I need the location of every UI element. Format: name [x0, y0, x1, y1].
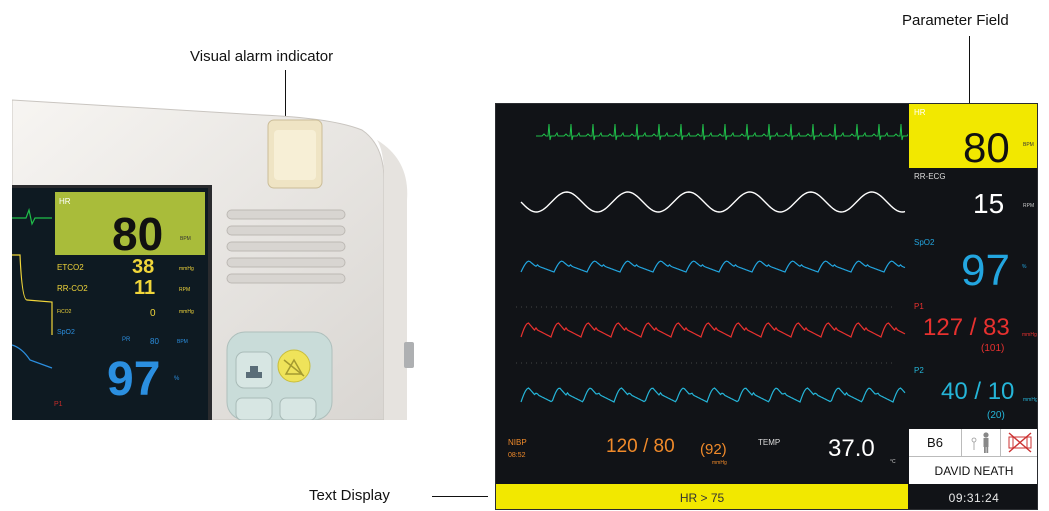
- p2-value: 40 / 10: [941, 378, 1015, 405]
- nibp-temp-row: NIBP 08:52 120 / 80 (92) mmHg TEMP 37.0 …: [496, 429, 908, 484]
- photo-fico2-label: FiCO2: [57, 309, 72, 315]
- photo-etco2-unit: mmHg: [179, 266, 194, 272]
- spo2-label: SpO2: [914, 238, 935, 247]
- photo-hr-value: 80: [112, 208, 163, 260]
- nibp-unit: mmHg: [712, 460, 727, 466]
- parameter-field-p1[interactable]: P1 127 / 83 mmHg (101): [909, 298, 1037, 362]
- resp-waveform: [520, 191, 906, 213]
- photo-rrco2-value: 11: [134, 277, 155, 299]
- rr-unit: RPM: [1023, 203, 1035, 209]
- photo-spo2-label: SpO2: [57, 329, 75, 336]
- parameter-field-hr[interactable]: HR 80 BPM: [909, 104, 1037, 171]
- p1-value: 127 / 83: [923, 314, 1010, 341]
- device-photo: HR 80 BPM ETCO2 38 mmHg RR-CO2 11 RPM Fi…: [11, 70, 422, 421]
- p2-waveform: [520, 387, 906, 403]
- spo2-waveform: [520, 260, 906, 273]
- text-display-callout-label: Text Display: [309, 487, 390, 504]
- temp-unit: °C: [890, 459, 896, 465]
- alarm-text: HR > 75: [679, 490, 725, 505]
- photo-pr-unit: BPM: [177, 339, 188, 345]
- ecg-waveform: [536, 123, 908, 141]
- waveform-area: [516, 123, 908, 403]
- p1-unit: mmHg: [1022, 332, 1037, 338]
- nibp-label: NIBP: [508, 438, 527, 447]
- text-display-alarm: HR > 75: [496, 484, 908, 509]
- text-display-callout-line: [432, 496, 488, 497]
- photo-etco2-value: 38: [132, 256, 154, 278]
- parameter-field-callout-label: Parameter Field: [902, 12, 1009, 29]
- hr-label: HR: [914, 108, 926, 117]
- p1-label: P1: [914, 302, 924, 311]
- clock-text: 09:31:24: [948, 490, 1000, 505]
- hr-value: 80: [963, 124, 1010, 171]
- patient-info-box[interactable]: B6 DAVID NEATH: [909, 429, 1037, 484]
- photo-fico2-unit: mmHg: [179, 309, 194, 315]
- nibp-mean: (92): [700, 441, 727, 458]
- patient-name: DAVID NEATH: [934, 463, 1014, 478]
- nibp-value: 120 / 80: [606, 436, 675, 457]
- bed-label: B6: [927, 435, 943, 450]
- photo-etco2-label: ETCO2: [57, 263, 84, 272]
- bed-cell: B6: [909, 429, 962, 457]
- photo-spo2-unit: %: [174, 376, 180, 382]
- parameter-field-p2[interactable]: P2 40 / 10 mmHg (20): [909, 362, 1038, 429]
- nibp-time: 08:52: [508, 452, 526, 459]
- alarm-silence-icon[interactable]: [1001, 429, 1037, 457]
- photo-rrco2-label: RR-CO2: [57, 284, 88, 293]
- monitor-screen: HR 80 BPM RR-ECG 15 RPM SpO2 97 % P1 127…: [495, 103, 1038, 510]
- parameter-field-spo2[interactable]: SpO2 97 %: [909, 234, 1037, 298]
- p1-mean: (101): [981, 343, 1005, 354]
- visual-alarm-callout-line: [285, 70, 286, 132]
- photo-pr-label: PR: [122, 337, 131, 343]
- rr-value: 15: [973, 188, 1005, 219]
- spo2-value: 97: [961, 246, 1010, 295]
- p2-label: P2: [914, 366, 924, 375]
- hr-unit: BPM: [1023, 142, 1034, 148]
- photo-fico2-value: 0: [150, 308, 156, 319]
- photo-spo2-value: 97: [107, 353, 160, 406]
- spo2-unit: %: [1022, 264, 1027, 270]
- photo-pr-value: 80: [150, 337, 159, 346]
- parameter-field-rr[interactable]: RR-ECG 15 RPM: [909, 168, 1037, 234]
- photo-hr-label: HR: [59, 197, 71, 206]
- temp-value: 37.0: [828, 435, 875, 462]
- visual-alarm-callout-label: Visual alarm indicator: [190, 48, 334, 65]
- control-keypad: [226, 331, 333, 421]
- parameter-field-callout-line: [969, 36, 970, 106]
- patient-type-icon[interactable]: [962, 429, 1001, 457]
- rr-label: RR-ECG: [914, 172, 946, 181]
- speaker-grille: [226, 209, 346, 284]
- p2-unit: mmHg: [1023, 397, 1038, 403]
- temp-label: TEMP: [758, 438, 781, 447]
- clock-display: 09:31:24: [909, 484, 1037, 509]
- p1-waveform: [520, 322, 906, 338]
- photo-hr-unit: BPM: [180, 236, 191, 242]
- photo-rrco2-unit: RPM: [179, 287, 190, 293]
- photo-p1-label: P1: [54, 401, 63, 408]
- alarm-indicator-light: [267, 119, 323, 189]
- p2-mean: (20): [987, 410, 1005, 421]
